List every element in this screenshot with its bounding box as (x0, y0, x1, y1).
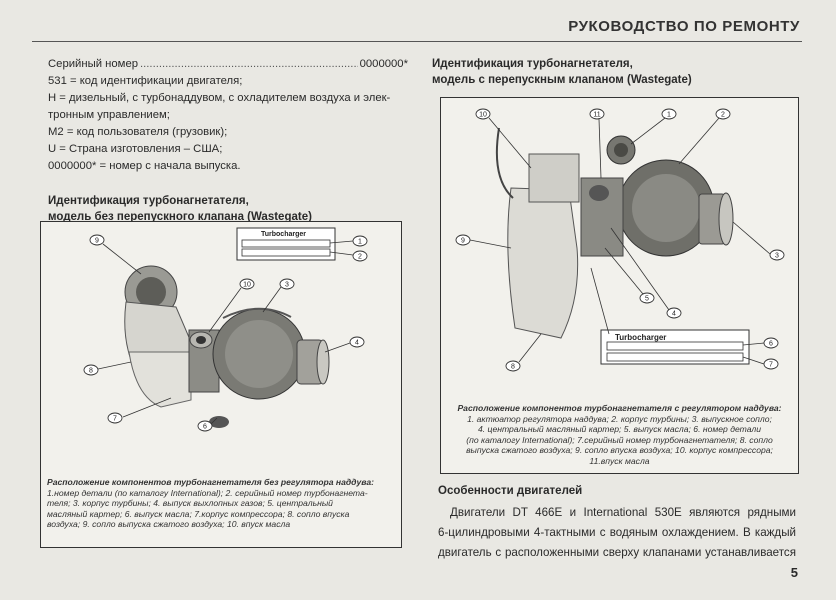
dot-leader (140, 56, 358, 73)
callout-2: 2 (721, 112, 725, 119)
features-line: двигатель с расположенными сверху клапан… (438, 546, 796, 559)
callout-1: 1 (358, 239, 362, 246)
callout-6: 6 (203, 424, 207, 431)
callout-7: 7 (113, 416, 117, 423)
right-figure: Turbocharger (440, 97, 799, 474)
serial-line: H = дизельный, с турбонаддувом, с охлади… (48, 92, 391, 104)
caption-line: 11.впуск масла (589, 455, 650, 466)
callout-8: 8 (511, 364, 515, 371)
callout-3: 3 (285, 282, 289, 289)
serial-label: Серийный номер (48, 58, 139, 70)
features-title: Особенности двигателей (438, 485, 583, 497)
left-section-title: модель без перепускного клапана (Wastega… (48, 211, 312, 223)
page-number: 5 (790, 565, 798, 580)
serial-value: 0000000* (359, 58, 408, 70)
right-column: Идентификация турбонагнетателя, модель с… (432, 56, 800, 88)
header-rule (32, 41, 802, 42)
serial-line: 0000000* = номер с начала выпуска. (48, 160, 241, 172)
callout-10: 10 (243, 282, 251, 289)
callout-10: 10 (479, 112, 487, 119)
left-section-title: Идентификация турбонагнетателя, (48, 195, 249, 207)
turbocharger-wastegate-illustration: Turbocharger (455, 108, 785, 372)
callout-1: 1 (667, 112, 671, 119)
caption-line: 1.номер детали (по каталогу Internationa… (47, 487, 368, 498)
caption-line: выпуска сжатого воздуха; 9. сопло впуска… (466, 445, 773, 456)
serial-line: U = Страна изготовления – США; (48, 143, 223, 155)
caption-line: воздуха; 9. сопло выпуска сжатого воздух… (47, 519, 291, 530)
features-line: 6-цилиндровыми 4-тактными с водяным охла… (438, 526, 796, 539)
callout-2: 2 (358, 254, 362, 261)
serial-line: M2 = код пользователя (грузовик); (48, 126, 228, 138)
right-figure-caption: Расположение компонентов турбонагнетател… (441, 403, 798, 467)
right-section-title: Идентификация турбонагнетателя, (432, 58, 633, 70)
caption-line: масляный картер; 6. выпуск масла; 7.корп… (47, 508, 350, 519)
caption-title: Расположение компонентов турбонагнетател… (47, 477, 374, 487)
left-figure: Turbocharger (40, 221, 402, 548)
caption-line: теля; 3. корпус турбины; 4. выпуск выхло… (47, 498, 333, 509)
features-section: Особенности двигателей Двигатели DT 466E… (438, 483, 796, 563)
plate-label: Turbocharger (261, 231, 306, 238)
left-figure-caption: Расположение компонентов турбонагнетател… (41, 477, 401, 530)
callout-9: 9 (461, 238, 465, 245)
serial-line: 531 = код идентификации двигателя; (48, 75, 243, 87)
page-header-title: РУКОВОДСТВО ПО РЕМОНТУ (568, 18, 800, 35)
callout-8: 8 (89, 368, 93, 375)
plate-label: Turbocharger (615, 333, 666, 342)
callout-7: 7 (769, 362, 773, 369)
callout-11: 11 (593, 112, 600, 119)
features-line: Двигатели DT 466E и International 530E я… (450, 506, 796, 519)
right-section-title: модель с перепускным клапаном (Wastegate… (432, 74, 692, 86)
callout-4: 4 (672, 311, 676, 318)
callout-6: 6 (769, 341, 773, 348)
caption-title: Расположение компонентов турбонагнетател… (457, 403, 782, 413)
callout-5: 5 (645, 296, 649, 303)
callout-9: 9 (95, 238, 99, 245)
left-column: Серийный номер 0000000* 531 = код иденти… (48, 56, 408, 225)
caption-line: 1. актюатор регулятора наддува; 2. корпу… (467, 413, 772, 424)
caption-line: (по каталогу International); 7.серийный … (466, 434, 773, 445)
turbocharger-no-wastegate-illustration: Turbocharger (83, 227, 368, 432)
serial-number-line: Серийный номер 0000000* (48, 56, 408, 73)
callout-3: 3 (775, 253, 779, 260)
serial-line: тронным управлением; (48, 109, 170, 121)
caption-line: 4. центральный масляный картер; 5. выпус… (477, 424, 762, 435)
callout-4: 4 (355, 340, 359, 347)
